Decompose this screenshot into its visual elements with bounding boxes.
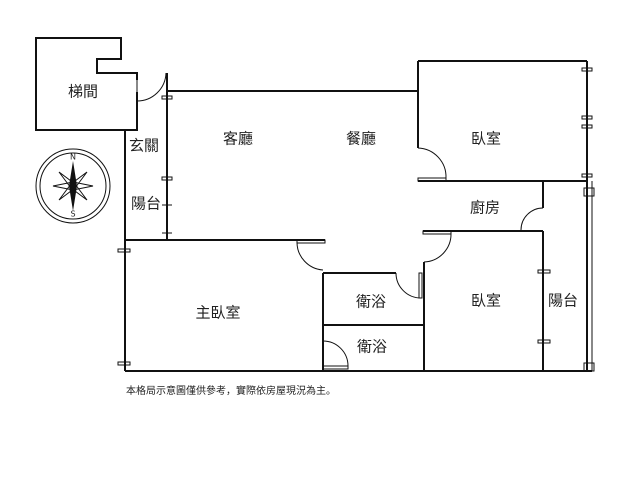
walls (35, 37, 595, 372)
label-bathroom-2: 衛浴 (357, 338, 387, 356)
compass-ring-outer (35, 148, 111, 224)
label-kitchen: 廚房 (470, 199, 500, 217)
compass-needle-icon (69, 161, 77, 211)
label-bathroom-1: 衛浴 (356, 293, 386, 311)
label-living-room: 客廳 (223, 130, 253, 148)
label-stairwell: 梯間 (68, 83, 98, 101)
compass-ring-inner (39, 152, 107, 220)
compass: N S (35, 148, 111, 224)
label-bedroom-top: 臥室 (471, 130, 501, 148)
label-entrance: 玄關 (129, 137, 159, 155)
label-bedroom-bottom: 臥室 (471, 292, 501, 310)
label-master-bedroom: 主臥室 (195, 304, 240, 322)
label-balcony-left: 陽台 (131, 195, 161, 213)
room-labels: 梯間 玄關 陽台 客廳 餐廳 臥室 廚房 衛浴 衛浴 主臥室 臥室 陽台 (68, 83, 578, 356)
label-dining-room: 餐廳 (346, 130, 376, 148)
label-balcony-right: 陽台 (548, 292, 578, 310)
compass-north: N (70, 153, 76, 162)
disclaimer-note: 本格局示意圖僅供參考，實際依房屋現況為主。 (126, 384, 336, 397)
compass-south: S (70, 210, 75, 219)
